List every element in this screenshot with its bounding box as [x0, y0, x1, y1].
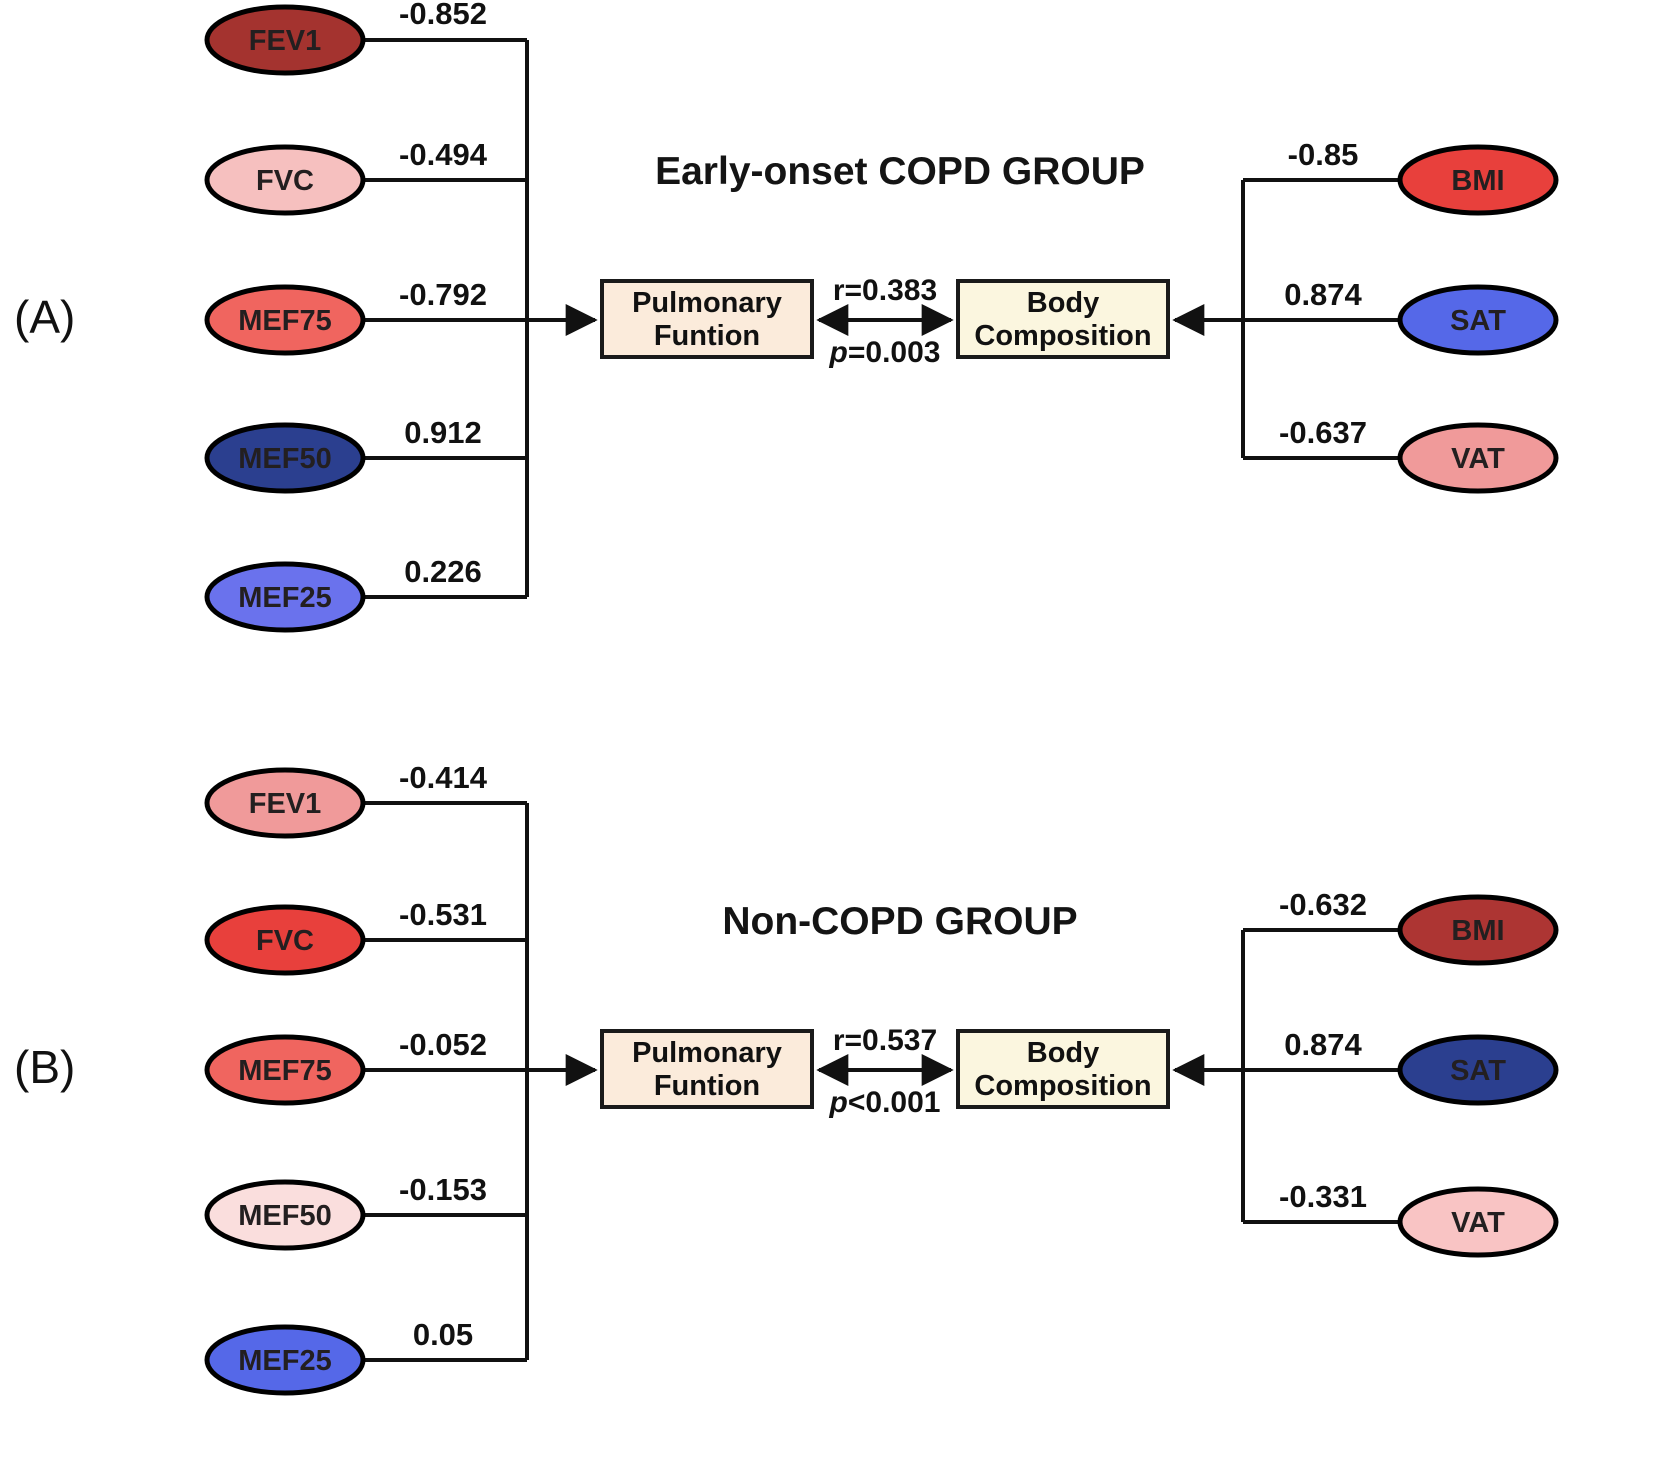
panel-b-p-rest: <0.001 — [848, 1086, 941, 1119]
panel-a-node-vat[interactable]: VAT — [1397, 422, 1559, 494]
panel-b-node-fvc[interactable]: FVC — [204, 904, 366, 976]
panel-b-title: Non-COPD GROUP — [722, 900, 1078, 943]
edge-value-fvc: -0.494 — [399, 137, 488, 172]
edge-value-bmi: -0.632 — [1279, 887, 1367, 922]
edge-value-mef50: 0.912 — [404, 415, 482, 450]
panel-a-box-pulmonary-line1: Pulmonary — [632, 287, 782, 319]
panel-b-box-pulmonary-line1: Pulmonary — [632, 1037, 782, 1069]
node-label-mef75: MEF75 — [238, 305, 331, 337]
panel-a-label: (A) — [14, 291, 76, 343]
edge-value-mef25: 0.226 — [404, 554, 482, 589]
edge-value-mef25: 0.05 — [413, 1317, 473, 1352]
panel-b-node-bmi[interactable]: BMI — [1397, 894, 1559, 966]
panel-b-node-mef75[interactable]: MEF75 — [204, 1034, 366, 1106]
node-label-fvc: FVC — [256, 165, 314, 197]
node-label-vat: VAT — [1451, 1207, 1505, 1239]
panel-a-node-mef50[interactable]: MEF50 — [204, 422, 366, 494]
edge-value-vat: -0.637 — [1279, 415, 1367, 450]
node-label-mef50: MEF50 — [238, 443, 331, 475]
panel-a-box-body-line2: Composition — [974, 320, 1151, 352]
edge-value-mef75: -0.052 — [399, 1027, 487, 1062]
panel-a-node-mef25[interactable]: MEF25 — [204, 561, 366, 633]
panel-a-node-fvc[interactable]: FVC — [204, 144, 366, 216]
edge-value-sat: 0.874 — [1284, 277, 1362, 312]
panel-b-node-vat[interactable]: VAT — [1397, 1186, 1559, 1258]
panel-b-node-mef50[interactable]: MEF50 — [204, 1179, 366, 1251]
panel-b-r-value: r=0.537 — [833, 1024, 937, 1057]
edge-value-bmi: -0.85 — [1288, 137, 1359, 172]
node-label-vat: VAT — [1451, 443, 1505, 475]
node-label-sat: SAT — [1450, 305, 1506, 337]
panel-b-node-mef25[interactable]: MEF25 — [204, 1324, 366, 1396]
edge-value-fvc: -0.531 — [399, 897, 487, 932]
panel-a-node-fev1[interactable]: FEV1 — [204, 4, 366, 76]
panel-a-p-rest: =0.003 — [848, 336, 941, 369]
panel-a-box-pulmonary-line2: Funtion — [654, 320, 760, 352]
panel-b-p-italic: p — [829, 1086, 848, 1119]
node-label-mef50: MEF50 — [238, 1200, 331, 1232]
edge-value-mef50: -0.153 — [399, 1172, 487, 1207]
node-label-mef75: MEF75 — [238, 1055, 331, 1087]
panel-a-p-italic: p — [829, 336, 848, 369]
edge-value-vat: -0.331 — [1279, 1179, 1367, 1214]
node-label-fev1: FEV1 — [249, 788, 322, 820]
node-label-bmi: BMI — [1451, 165, 1504, 197]
panel-a-r-value: r=0.383 — [833, 274, 937, 307]
panel-b-node-fev1[interactable]: FEV1 — [204, 767, 366, 839]
node-label-sat: SAT — [1450, 1055, 1506, 1087]
panel-a-group: FEV1 FVC MEF75 MEF50 MEF25 -0.852 -0.494… — [204, 0, 1559, 633]
panel-a-node-sat[interactable]: SAT — [1397, 284, 1559, 356]
panel-b-box-body-line1: Body — [1027, 1037, 1100, 1069]
panel-b-box-pulmonary-line2: Funtion — [654, 1070, 760, 1102]
panel-b-p-value: p<0.001 — [829, 1086, 941, 1119]
panel-a-title: Early-onset COPD GROUP — [655, 150, 1145, 193]
edge-value-mef75: -0.792 — [399, 277, 487, 312]
panel-a-node-mef75[interactable]: MEF75 — [204, 284, 366, 356]
panel-b-label: (B) — [14, 1041, 76, 1093]
edge-value-sat: 0.874 — [1284, 1027, 1362, 1062]
node-label-fev1: FEV1 — [249, 25, 322, 57]
panel-b-node-sat[interactable]: SAT — [1397, 1034, 1559, 1106]
panel-a-node-bmi[interactable]: BMI — [1397, 144, 1559, 216]
edge-value-fev1: -0.852 — [399, 0, 487, 31]
node-label-mef25: MEF25 — [238, 582, 331, 614]
edge-value-fev1: -0.414 — [399, 760, 488, 795]
panel-b-box-body-line2: Composition — [974, 1070, 1151, 1102]
node-label-mef25: MEF25 — [238, 1345, 331, 1377]
panel-a-p-value: p=0.003 — [829, 336, 941, 369]
panel-a-box-body-line1: Body — [1027, 287, 1100, 319]
node-label-fvc: FVC — [256, 925, 314, 957]
node-label-bmi: BMI — [1451, 915, 1504, 947]
panel-b-group: FEV1 FVC MEF75 MEF50 MEF25 -0.414 -0.531… — [204, 760, 1559, 1396]
